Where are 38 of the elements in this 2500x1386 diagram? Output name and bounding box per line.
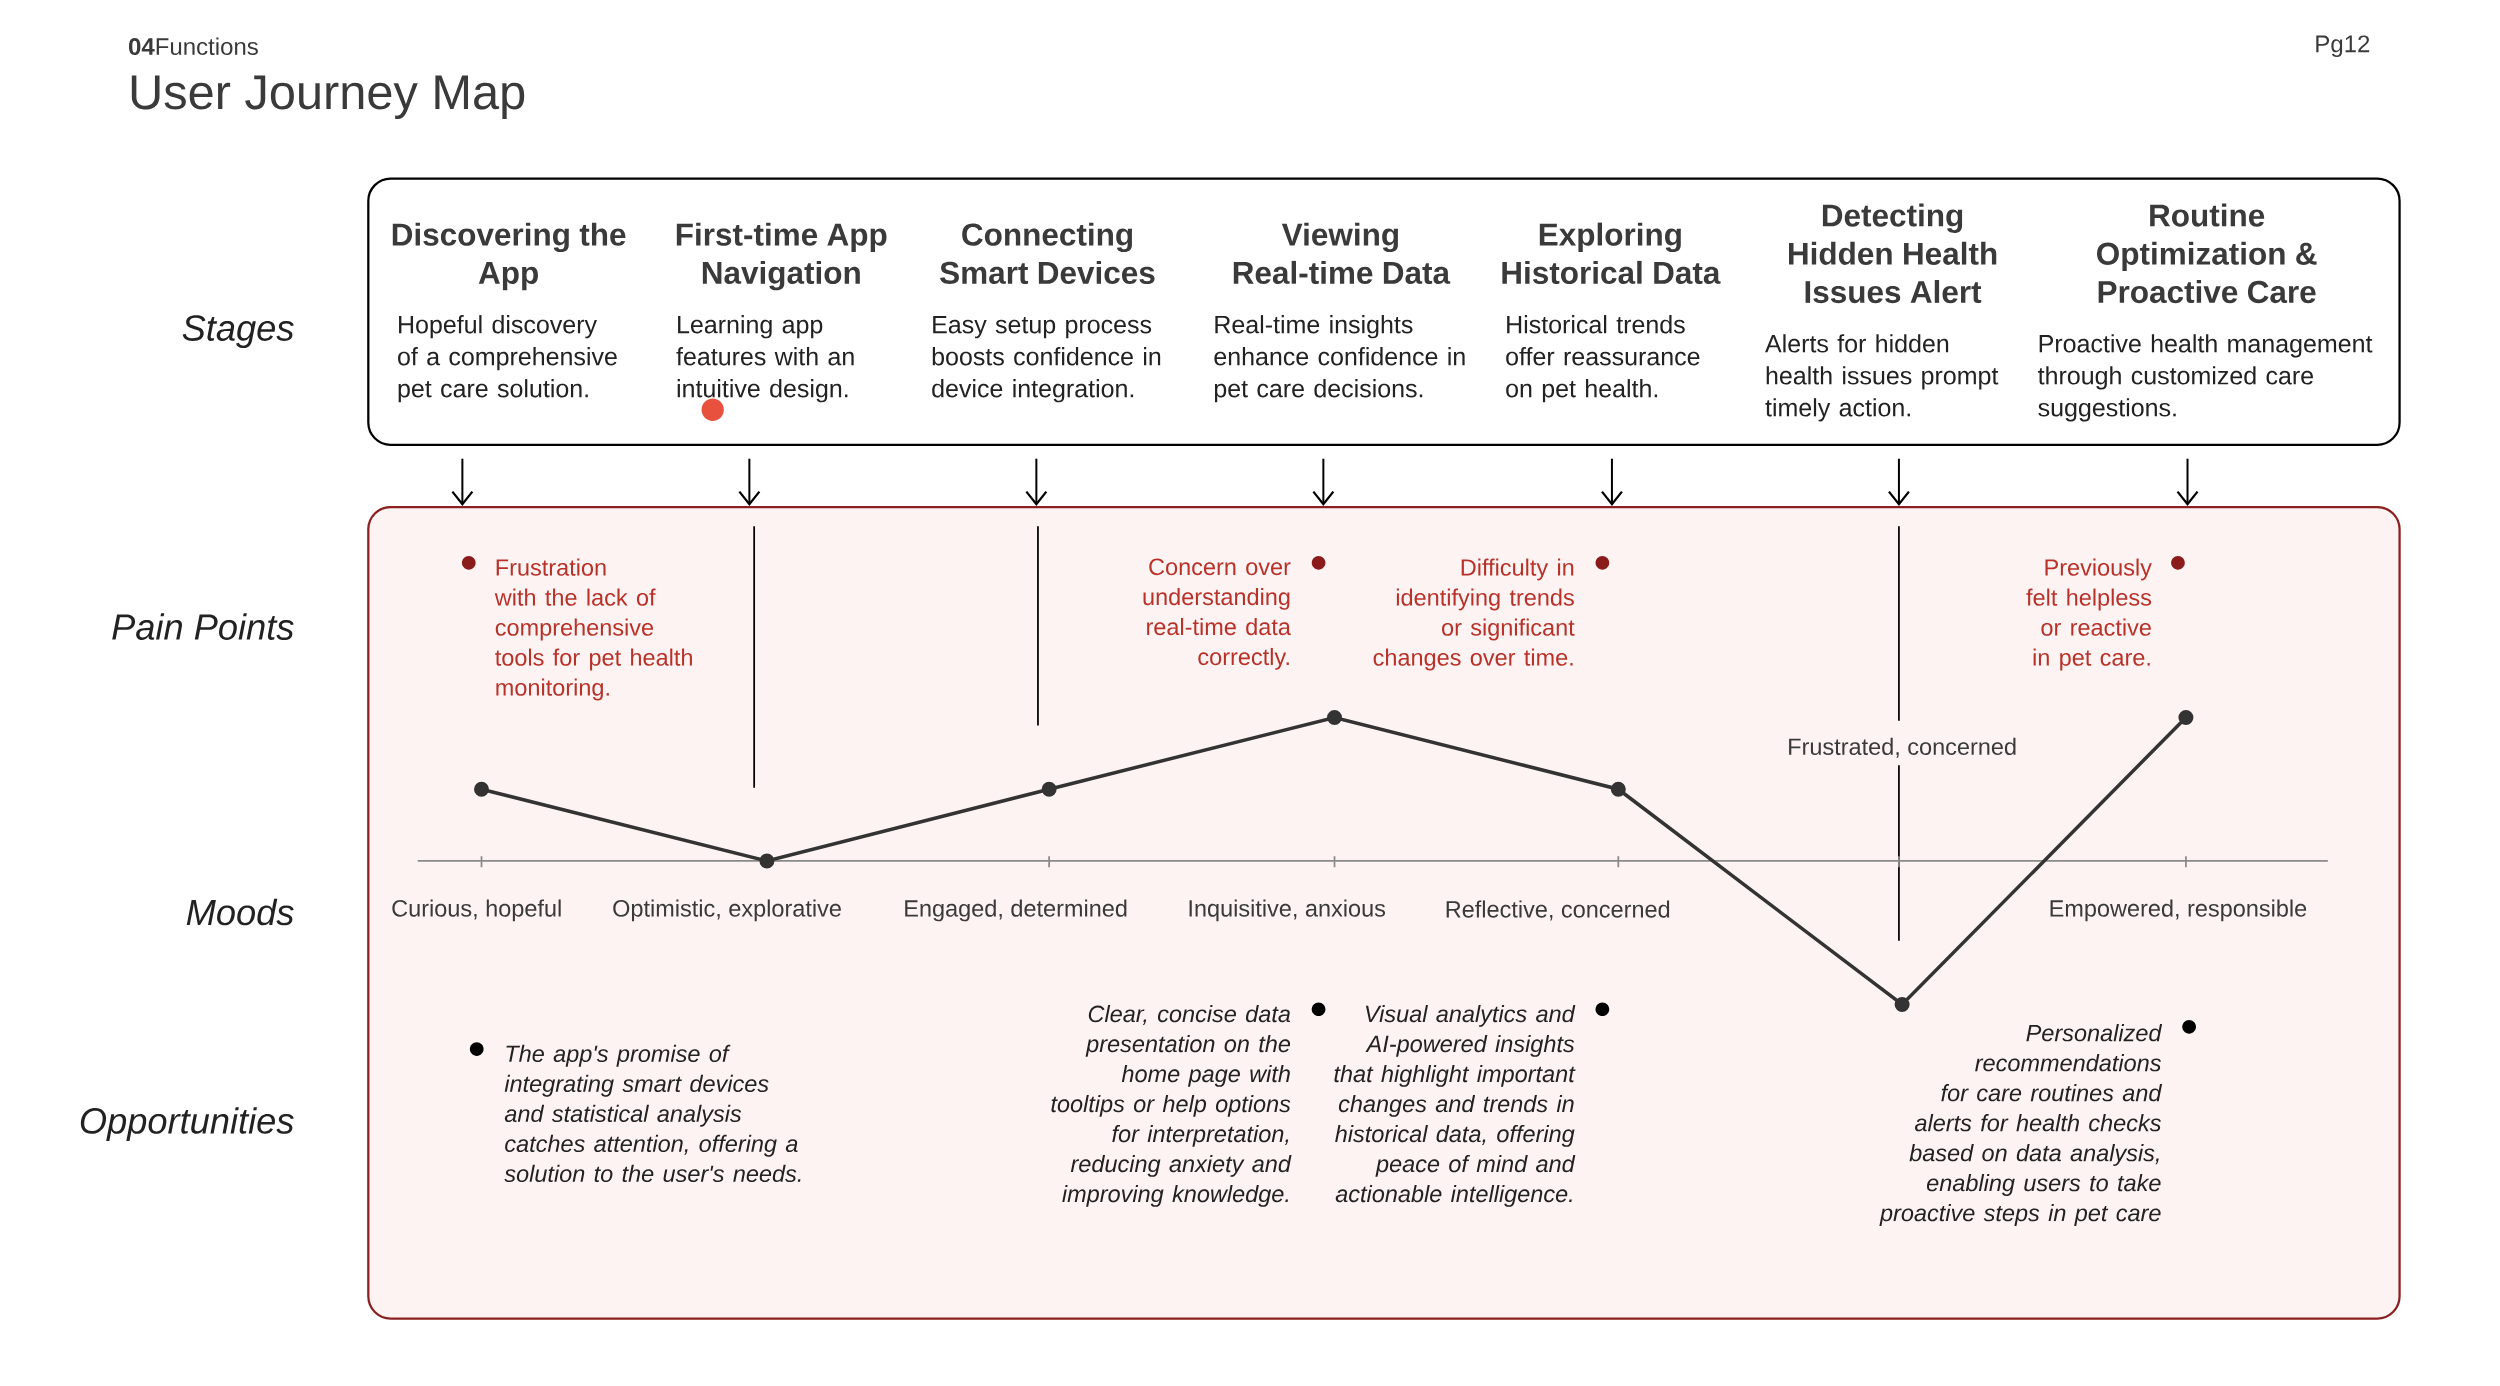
arrow bbox=[1601, 457, 1623, 507]
opportunity-text: Visual analytics and AI-powered insights that highlight important changes and trends in historical data, offering peace of mind and actionable intelligence. bbox=[1334, 1005, 1576, 1208]
stage-text: Viewing Real-time Data Real-time insights enhance confidence in pet care decisions. bbox=[1214, 222, 1465, 403]
page-number: Pg12 bbox=[2316, 35, 2370, 58]
pain-point-text: Frustration with the lack of comprehensive tools for pet health monitoring. bbox=[494, 558, 692, 701]
mood-label: Frustrated, concerned bbox=[1789, 738, 2016, 759]
row-heading: Opportunities bbox=[80, 1107, 294, 1142]
arrow bbox=[1888, 457, 1910, 507]
row-heading: Stages bbox=[182, 315, 294, 349]
opportunity-text: Clear, concise data presentation on the home page with tooltips or help options for interpretation, reducing anxiety and improving knowledge. bbox=[1051, 1005, 1292, 1208]
stage-text: First-time App Navigation Learning app features with an intuitive design. bbox=[676, 222, 887, 403]
stage-card bbox=[367, 177, 2401, 447]
mood-label: Curious, hopeful bbox=[392, 899, 561, 922]
row-heading: Moods bbox=[186, 898, 294, 926]
page-title: User Journey Map bbox=[131, 75, 525, 120]
pain-point-text: Previously felt helpless or reactive in pet care. bbox=[2026, 558, 2152, 671]
pain-point-text: Concern over understanding real-time data correctly. bbox=[1143, 558, 1291, 671]
arrow bbox=[451, 457, 474, 507]
opportunity-text: The app's promise of integrating smart devices and statistical analysis catches attention, offering a solution to the user's needs. bbox=[504, 1045, 801, 1183]
stage-text: Connecting Smart Devices Easy setup process boosts confidence in device integration. bbox=[932, 222, 1161, 403]
opportunity-text: Personalized recommendations for care routines and alerts for health checks based on data analysis, enabling users to take proactive steps in pet care bbox=[1879, 1024, 2163, 1227]
stage-text: Detecting Hidden Health Issues Alert Alerts for hidden health issues prompt timely action. bbox=[1765, 203, 1999, 422]
mood-label: Reflective, concerned bbox=[1446, 900, 1670, 921]
journey-panel bbox=[367, 506, 2401, 1320]
stage-text: Discovering the App Hopeful discovery of a comprehensive pet care solution. bbox=[392, 222, 626, 403]
stage-text: Exploring Historical Data Historical trends offer reassurance on pet health. bbox=[1502, 222, 1721, 403]
mood-label: Optimistic, explorative bbox=[613, 899, 841, 922]
arrow bbox=[2176, 457, 2199, 507]
row-heading: Pain Points bbox=[112, 613, 294, 641]
mood-label: Inquisitive, anxious bbox=[1189, 899, 1386, 922]
arrow bbox=[1025, 457, 1048, 507]
mood-label: Engaged, determined bbox=[905, 899, 1127, 922]
section-label: 04Functions bbox=[129, 37, 258, 56]
stage-text: Routine Optimization & Proactive Care Proactive health management through customized care suggestions. bbox=[2038, 203, 2373, 422]
arrow bbox=[1312, 457, 1335, 507]
arrow bbox=[738, 457, 761, 507]
pain-point-text: Difficulty in identifying trends or significant changes over time. bbox=[1373, 558, 1575, 671]
mood-label: Empowered, responsible bbox=[2050, 899, 2307, 922]
